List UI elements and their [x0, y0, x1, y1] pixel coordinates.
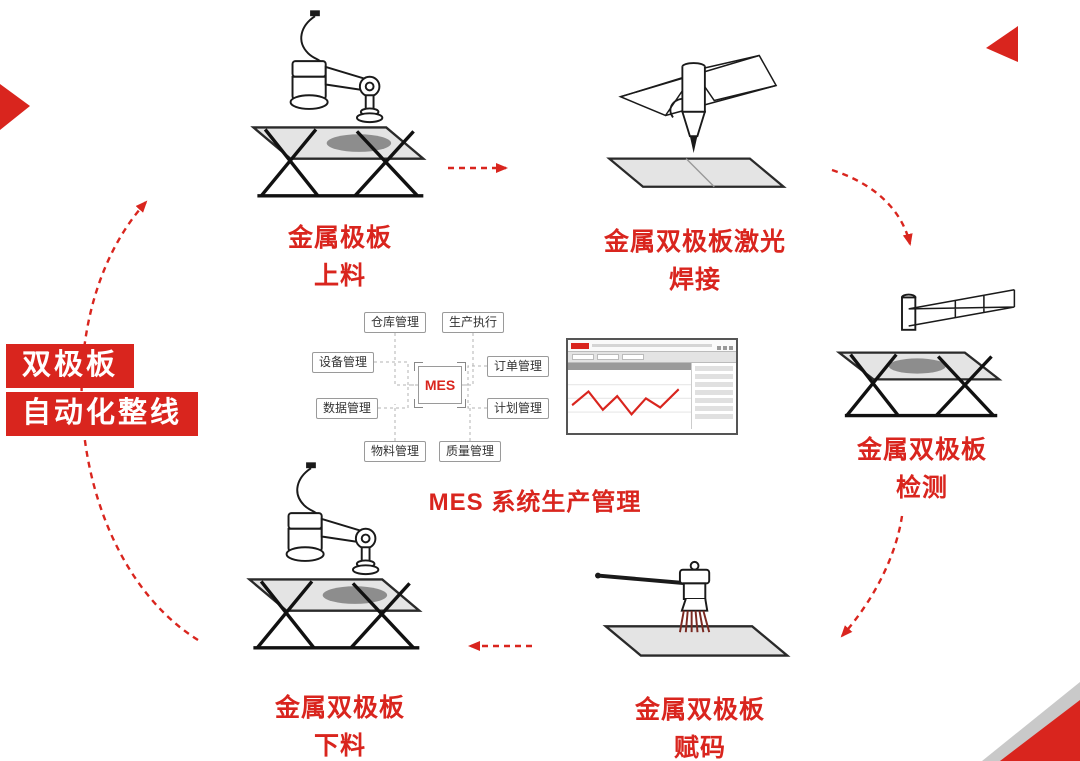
mes-box-corner [457, 399, 466, 408]
banner-line-1: 双极板 [6, 344, 135, 388]
label-unloading-line1: 金属双极板 [274, 694, 405, 722]
label-inspection-line1: 金属双极板 [856, 436, 987, 464]
mes-connector-lines [374, 333, 487, 441]
label-loading: 金属极板 上料 [245, 220, 435, 295]
robot-arm [320, 517, 380, 576]
inspection-table-legs [844, 353, 998, 418]
weld-seam [685, 158, 715, 188]
chart-header-band [568, 363, 691, 370]
inspection-mast [901, 293, 917, 331]
inspection-boom-wireframe [908, 289, 1016, 327]
loading-table-legs [257, 128, 424, 198]
label-coding-line2: 赋码 [673, 733, 726, 761]
mes-module-quality: 质量管理 [439, 441, 501, 462]
machine-inspection [822, 282, 1022, 430]
machine-unloading-robot [228, 458, 433, 658]
window-sidebar [692, 363, 736, 429]
corner-triangle-top-right [986, 26, 1018, 62]
corner-triangle-top-left [0, 84, 30, 130]
coder-arm [595, 572, 688, 586]
window-trend-chart [568, 384, 691, 416]
coding-plate [602, 625, 791, 657]
label-loading-line1: 金属极板 [287, 224, 392, 252]
toolbar-chip [597, 354, 619, 360]
mes-module-material: 物料管理 [364, 441, 426, 462]
coder-code-spray [678, 610, 711, 633]
machine-coder [590, 558, 805, 680]
robot-arm [324, 65, 384, 124]
label-loading-line2: 上料 [313, 261, 366, 290]
unloading-turntable-disc [322, 586, 388, 604]
robot-cable [296, 462, 319, 516]
mes-box-corner [414, 362, 423, 371]
label-coding: 金属双极板 赋码 [605, 692, 795, 761]
window-chart-panel [568, 363, 692, 429]
label-coding-line1: 金属双极板 [634, 696, 765, 724]
window-body [568, 363, 736, 429]
machine-laser-welder [588, 48, 803, 198]
label-welding-line2: 焊接 [668, 265, 721, 294]
mes-center-box: MES [414, 362, 466, 408]
loading-turntable-disc [326, 134, 392, 152]
toolbar-chip [622, 354, 644, 360]
window-buttons [715, 337, 733, 355]
label-unloading-line2: 下料 [313, 731, 366, 760]
label-welding: 金属双极板激光 焊接 [575, 224, 815, 299]
banner-line-2: 自动化整线 [6, 391, 199, 436]
mes-module-equipment: 设备管理 [312, 352, 374, 373]
window-toolbar [568, 352, 736, 363]
corner-shadow-bottom-right [982, 682, 1080, 761]
label-inspection: 金属双极板 检测 [827, 432, 1017, 507]
window-logo [571, 342, 589, 349]
title-banner: 双极板 自动化整线 [6, 344, 199, 436]
welder-head [669, 62, 707, 153]
arrow-inspection-to-coding [840, 515, 904, 638]
robot-cable [300, 10, 323, 64]
window-title-text [592, 344, 712, 347]
label-unloading: 金属双极板 下料 [245, 690, 435, 761]
robot-base [285, 512, 325, 562]
mes-module-diagram: 仓库管理 生产执行 设备管理 订单管理 数据管理 计划管理 物料管理 质量管理 … [308, 310, 553, 466]
mes-box-corner [414, 399, 423, 408]
corner-triangle-bottom-right [1000, 700, 1080, 761]
arrow-welding-to-inspection [831, 168, 913, 246]
mes-box-corner [457, 362, 466, 371]
coder-head [678, 560, 711, 612]
label-welding-line1: 金属双极板激光 [603, 228, 786, 256]
robot-base [289, 60, 329, 110]
mes-center-label: MES [424, 377, 456, 393]
welding-plate [606, 157, 787, 188]
toolbar-chip [572, 354, 594, 360]
inspection-turntable-disc [888, 358, 946, 374]
mes-module-data: 数据管理 [316, 398, 378, 419]
unloading-table-legs [253, 580, 420, 650]
mes-module-production: 生产执行 [442, 312, 504, 333]
mes-module-order: 订单管理 [487, 356, 549, 377]
mes-software-screenshot [566, 338, 738, 435]
mes-caption: MES 系统生产管理 [428, 489, 642, 516]
mes-module-warehouse: 仓库管理 [364, 312, 426, 333]
window-titlebar [568, 340, 736, 352]
machine-loading-robot [232, 6, 437, 206]
mes-module-plan: 计划管理 [487, 398, 549, 419]
label-inspection-line2: 检测 [895, 473, 948, 502]
